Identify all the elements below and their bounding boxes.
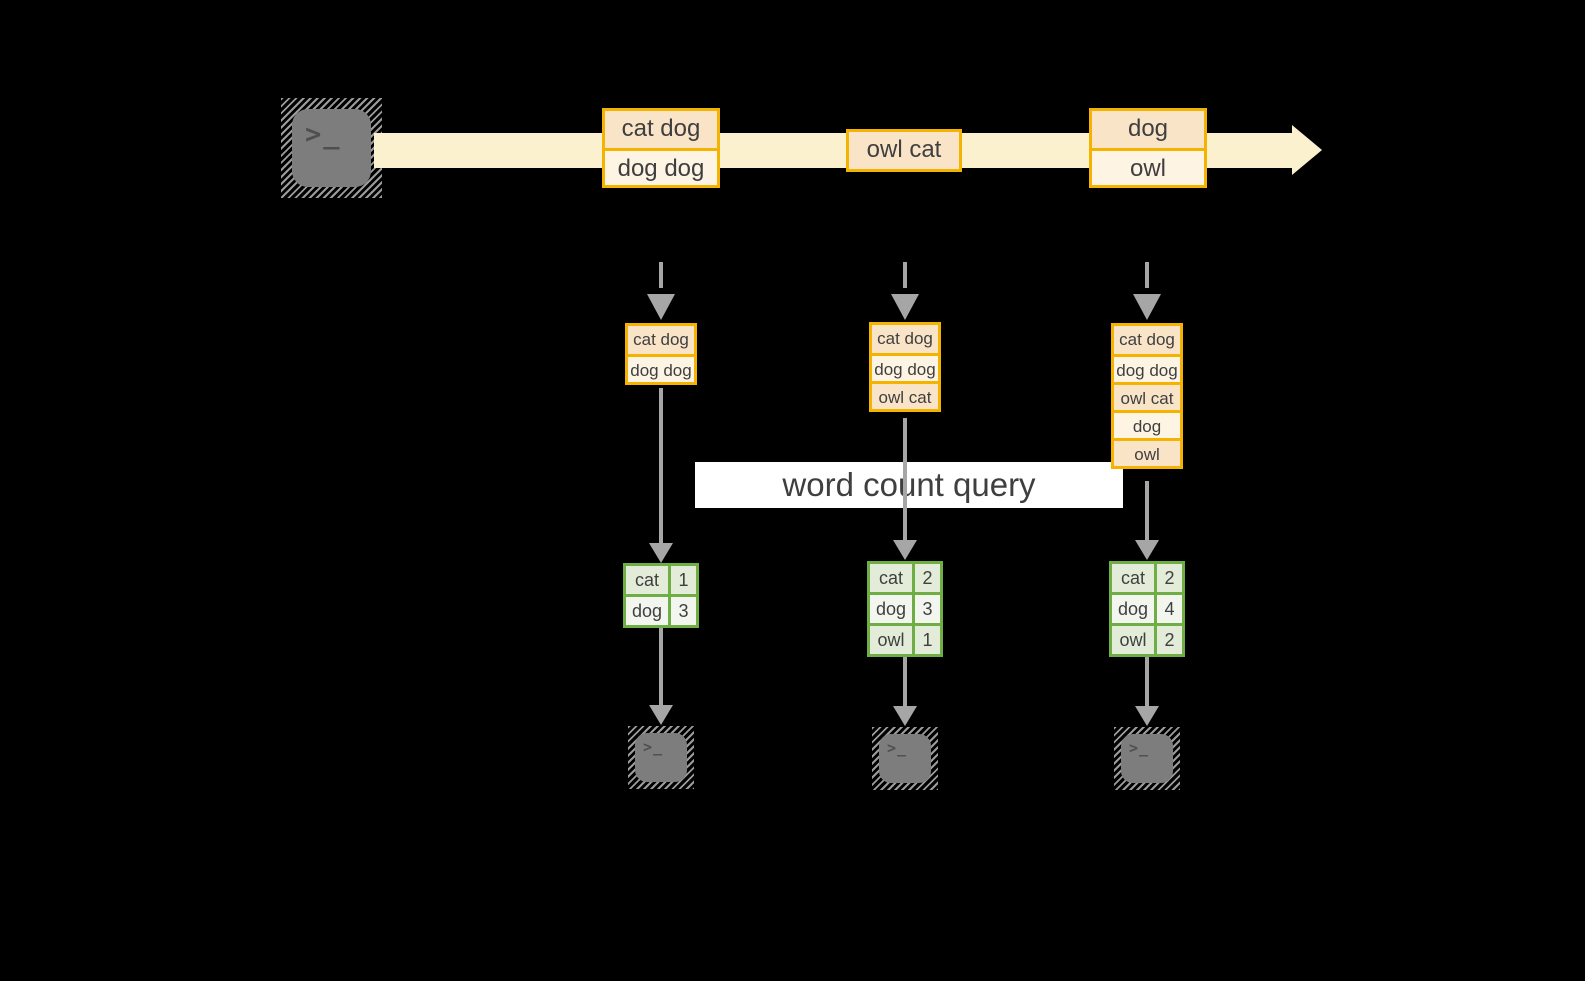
buffer-row: dog dog xyxy=(872,353,938,381)
query-arrow-head-2 xyxy=(893,540,917,560)
stream-message: owl cat xyxy=(849,132,959,169)
stream-batch-3: dog owl xyxy=(1089,108,1207,188)
buffer-row: cat dog xyxy=(872,325,938,353)
terminal-body: >_ xyxy=(879,734,931,783)
output-arrow-line-2 xyxy=(903,657,907,706)
ingest-arrow-head-2 xyxy=(891,294,919,320)
buffer-row: dog dog xyxy=(1114,354,1180,382)
message-buffer-2: cat dog dog dog owl cat xyxy=(869,322,941,412)
query-arrow-head-1 xyxy=(649,543,673,563)
terminal-prompt-icon: >_ xyxy=(887,739,908,757)
buffer-row: owl xyxy=(1114,438,1180,466)
terminal-prompt-icon: >_ xyxy=(1129,739,1150,757)
table-count-cell: 2 xyxy=(1157,564,1182,592)
stream-message: dog dog xyxy=(605,148,717,185)
stream-batch-2: owl cat xyxy=(846,129,962,172)
buffer-row: owl cat xyxy=(872,381,938,409)
word-count-table-2: cat 2 dog 3 owl 1 xyxy=(867,561,943,657)
buffer-row: cat dog xyxy=(1114,326,1180,354)
query-arrow-line-1 xyxy=(659,388,663,543)
table-count-cell: 4 xyxy=(1157,595,1182,623)
buffer-row: dog xyxy=(1114,410,1180,438)
ingest-arrow-head-3 xyxy=(1133,294,1161,320)
query-arrow-head-3 xyxy=(1135,540,1159,560)
table-word-cell: cat xyxy=(1112,564,1154,592)
message-buffer-1: cat dog dog dog xyxy=(625,323,697,385)
output-arrow-head-3 xyxy=(1135,706,1159,726)
output-arrow-line-3 xyxy=(1145,657,1149,706)
output-terminal-icon-2: >_ xyxy=(872,727,938,790)
ingest-arrow-dash-2 xyxy=(903,262,907,288)
ingest-arrow-dash-3 xyxy=(1145,262,1149,288)
table-count-cell: 3 xyxy=(915,595,940,623)
message-buffer-3: cat dog dog dog owl cat dog owl xyxy=(1111,323,1183,469)
output-arrow-head-1 xyxy=(649,705,673,725)
stream-arrow-head-icon xyxy=(1292,125,1322,175)
table-count-cell: 1 xyxy=(915,626,940,654)
table-word-cell: owl xyxy=(870,626,912,654)
terminal-body: >_ xyxy=(1121,734,1173,783)
output-arrow-line-1 xyxy=(659,628,663,705)
buffer-row: owl cat xyxy=(1114,382,1180,410)
table-word-cell: cat xyxy=(870,564,912,592)
table-word-cell: dog xyxy=(626,597,668,625)
terminal-body: >_ xyxy=(635,733,687,782)
table-count-cell: 2 xyxy=(915,564,940,592)
table-word-cell: owl xyxy=(1112,626,1154,654)
table-count-cell: 1 xyxy=(671,566,696,594)
stream-batch-1: cat dog dog dog xyxy=(602,108,720,188)
buffer-row: dog dog xyxy=(628,354,694,382)
terminal-prompt-icon: >_ xyxy=(305,119,342,150)
terminal-body: >_ xyxy=(292,109,371,187)
table-word-cell: cat xyxy=(626,566,668,594)
table-word-cell: dog xyxy=(870,595,912,623)
source-terminal-icon: >_ xyxy=(281,98,382,198)
stream-message: cat dog xyxy=(605,111,717,148)
ingest-arrow-head-1 xyxy=(647,294,675,320)
query-arrow-line-2 xyxy=(903,418,907,540)
word-count-query-label: word count query xyxy=(695,462,1123,508)
terminal-prompt-icon: >_ xyxy=(643,738,664,756)
ingest-arrow-dash-1 xyxy=(659,262,663,288)
word-count-table-3: cat 2 dog 4 owl 2 xyxy=(1109,561,1185,657)
output-terminal-icon-3: >_ xyxy=(1114,727,1180,790)
word-count-table-1: cat 1 dog 3 xyxy=(623,563,699,628)
table-count-cell: 3 xyxy=(671,597,696,625)
table-count-cell: 2 xyxy=(1157,626,1182,654)
output-arrow-head-2 xyxy=(893,706,917,726)
table-word-cell: dog xyxy=(1112,595,1154,623)
stream-message: owl xyxy=(1092,148,1204,185)
stream-message: dog xyxy=(1092,111,1204,148)
output-terminal-icon-1: >_ xyxy=(628,726,694,789)
buffer-row: cat dog xyxy=(628,326,694,354)
query-arrow-line-3 xyxy=(1145,481,1149,540)
